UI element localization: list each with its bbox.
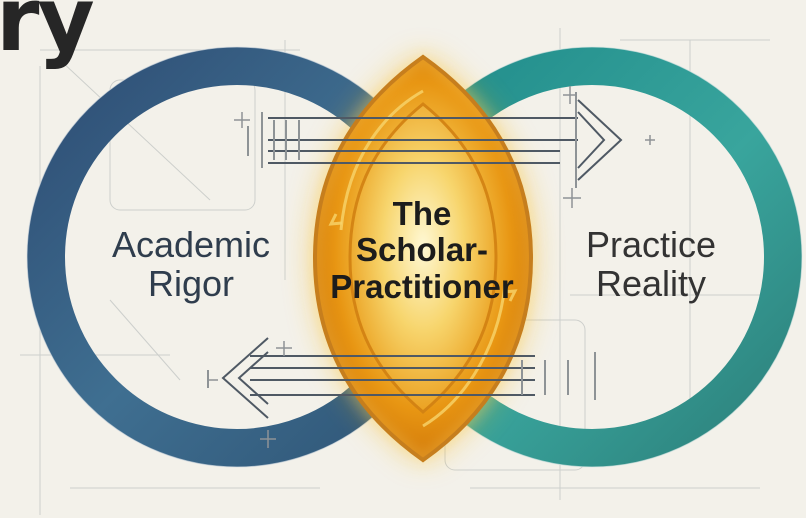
scholar-practitioner-label-line-1: The	[392, 195, 452, 232]
scholar-practitioner-label-line-2: Scholar-	[355, 231, 489, 269]
academic-rigor-label-line-1: Academic	[111, 224, 271, 265]
academic-rigor-label-line-2: Rigor	[147, 262, 235, 304]
title-fragment: ry	[0, 0, 95, 71]
scholar-practitioner-label: The Scholar- Practitioner	[302, 195, 542, 305]
right-arrow-stack	[247, 92, 623, 188]
practice-reality-label-line-2: Reality	[595, 262, 707, 304]
technical-marks	[208, 86, 655, 448]
scholar-practitioner-label-line-3: Practitioner	[330, 267, 514, 305]
practice-reality-label-line-1: Practice	[585, 224, 717, 265]
center-lens	[309, 50, 537, 467]
practice-reality-label: Practice Reality	[556, 224, 746, 304]
academic-rigor-label: Academic Rigor	[96, 224, 286, 304]
left-arrow-stack	[207, 337, 596, 419]
